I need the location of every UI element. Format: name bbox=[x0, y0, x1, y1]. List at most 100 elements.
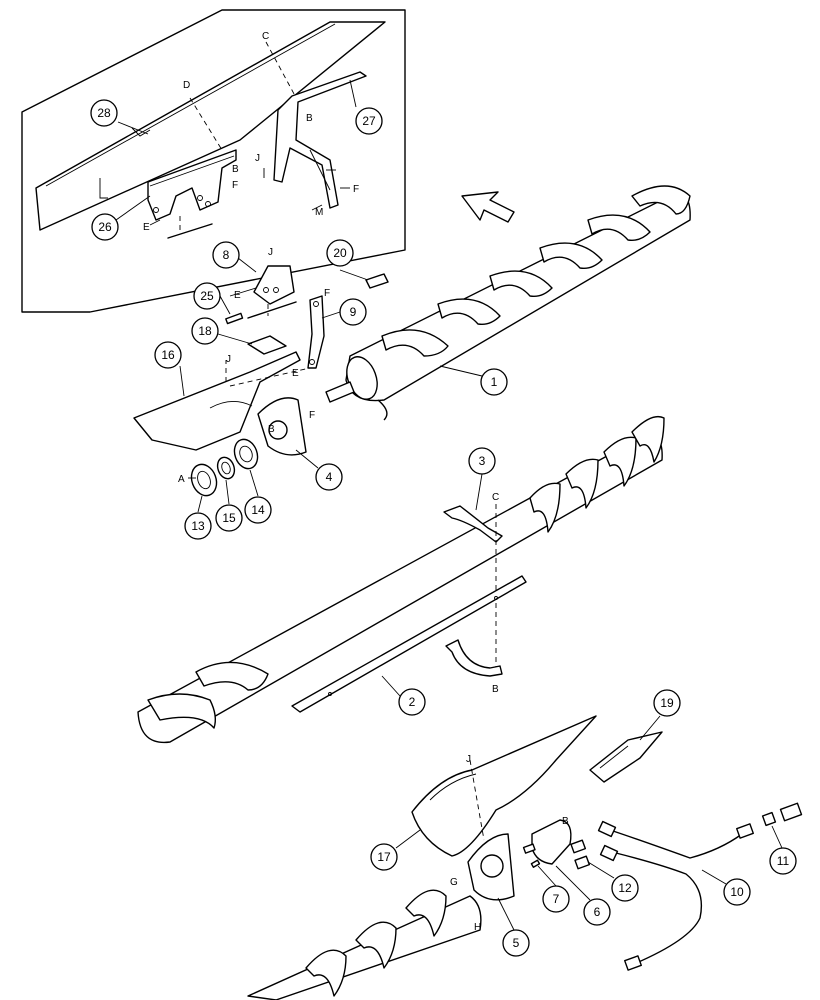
middle-auger bbox=[137, 415, 665, 744]
part-7-key bbox=[530, 859, 541, 868]
svg-text:27: 27 bbox=[362, 114, 376, 128]
part-15-bearing bbox=[216, 456, 236, 480]
svg-text:10: 10 bbox=[730, 885, 744, 899]
callout-16: 16 bbox=[154, 341, 182, 369]
svg-text:28: 28 bbox=[97, 106, 111, 120]
svg-text:2: 2 bbox=[409, 695, 416, 709]
part-19-bracket bbox=[589, 731, 663, 783]
letter-j-16: J bbox=[226, 354, 231, 365]
part-20-clip bbox=[365, 273, 389, 289]
part-3-upper-clamp bbox=[443, 505, 503, 543]
inset-detail: C D B B F J F M E 28 27 26 bbox=[21, 9, 406, 313]
callout-25: 25 bbox=[193, 282, 221, 310]
upper-auger bbox=[325, 185, 691, 421]
part-18-plate bbox=[247, 335, 287, 355]
svg-text:26: 26 bbox=[98, 220, 112, 234]
callout-5: 5 bbox=[502, 929, 530, 957]
svg-text:5: 5 bbox=[513, 936, 520, 950]
callout-20: 20 bbox=[326, 239, 354, 267]
letter-h: H bbox=[474, 922, 481, 933]
callout-7: 7 bbox=[542, 885, 570, 913]
svg-text:13: 13 bbox=[191, 519, 205, 533]
letter-j-17: J bbox=[466, 754, 471, 765]
svg-text:8: 8 bbox=[223, 248, 230, 262]
part-13-flange bbox=[190, 463, 218, 497]
letter-b-6: B bbox=[562, 816, 569, 827]
svg-text:6: 6 bbox=[594, 905, 601, 919]
part-8-bracket bbox=[247, 265, 297, 319]
part-12-fittings bbox=[570, 839, 591, 870]
svg-text:7: 7 bbox=[553, 892, 560, 906]
svg-text:19: 19 bbox=[660, 696, 674, 710]
letter-e-8: E bbox=[234, 290, 241, 301]
part-9-strap bbox=[307, 295, 325, 369]
callout-4: 4 bbox=[315, 463, 343, 491]
callout-8: 8 bbox=[212, 241, 240, 269]
direction-arrow-icon bbox=[461, 191, 515, 223]
svg-text:1: 1 bbox=[491, 375, 498, 389]
callout-27: 27 bbox=[355, 107, 383, 135]
svg-text:3: 3 bbox=[479, 454, 486, 468]
callout-11: 11 bbox=[769, 847, 797, 875]
letter-e-9: E bbox=[292, 368, 299, 379]
letter-f-9: F bbox=[324, 288, 330, 299]
letter-j-8: J bbox=[268, 247, 273, 258]
callout-13: 13 bbox=[184, 512, 212, 540]
svg-text:4: 4 bbox=[326, 470, 333, 484]
letter-g: G bbox=[450, 877, 458, 888]
callout-3: 3 bbox=[468, 447, 496, 475]
svg-text:25: 25 bbox=[200, 289, 214, 303]
callout-19: 19 bbox=[653, 689, 681, 717]
letter-d-inset: D bbox=[183, 80, 190, 91]
letter-j-inset: J bbox=[255, 153, 260, 164]
part-17-shield bbox=[411, 715, 597, 857]
callout-12: 12 bbox=[611, 874, 639, 902]
letter-b-main: B bbox=[492, 684, 499, 695]
svg-text:12: 12 bbox=[618, 881, 632, 895]
callout-6: 6 bbox=[583, 898, 611, 926]
lower-auger bbox=[247, 889, 482, 1000]
svg-text:9: 9 bbox=[350, 305, 357, 319]
letter-c-main: C bbox=[492, 492, 499, 503]
part-27-bracket bbox=[273, 71, 367, 209]
svg-text:17: 17 bbox=[377, 850, 391, 864]
svg-text:11: 11 bbox=[777, 854, 790, 868]
callout-18: 18 bbox=[191, 317, 219, 345]
part-16-shield bbox=[133, 351, 301, 451]
part-6-motor bbox=[522, 819, 572, 865]
part-10-hoses bbox=[597, 820, 754, 971]
svg-text:15: 15 bbox=[222, 511, 236, 525]
letter-f-inset-27: F bbox=[353, 184, 359, 195]
letter-b-inset-27: B bbox=[306, 113, 313, 124]
letter-b-inset-26: B bbox=[232, 164, 239, 175]
callout-17: 17 bbox=[370, 843, 398, 871]
letter-f-4: F bbox=[309, 410, 315, 421]
letter-e-inset: E bbox=[143, 222, 150, 233]
letter-m-inset: M bbox=[315, 207, 323, 218]
part-5-bearing-plate bbox=[467, 833, 515, 901]
letter-a: A bbox=[178, 474, 185, 485]
part-3-lower-clamp bbox=[445, 639, 503, 677]
callout-1: 1 bbox=[480, 368, 508, 396]
trough-lip-strip bbox=[35, 21, 386, 231]
letter-f-inset-26: F bbox=[232, 180, 238, 191]
callout-10: 10 bbox=[723, 878, 751, 906]
part-14-flange bbox=[233, 438, 259, 470]
letter-c-inset: C bbox=[262, 31, 269, 42]
inset-frame bbox=[21, 9, 406, 313]
callout-28: 28 bbox=[90, 99, 118, 127]
callout-26: 26 bbox=[91, 213, 119, 241]
svg-text:14: 14 bbox=[251, 503, 265, 517]
callout-2: 2 bbox=[398, 688, 426, 716]
callout-9: 9 bbox=[339, 298, 367, 326]
letter-b-4: B bbox=[268, 424, 275, 435]
part-2-lip-strip bbox=[291, 575, 527, 713]
part-26-bracket bbox=[147, 149, 237, 239]
part-25-pin bbox=[225, 312, 244, 325]
part-11-fittings bbox=[761, 802, 803, 827]
callout-15: 15 bbox=[215, 504, 243, 532]
svg-text:16: 16 bbox=[161, 348, 175, 362]
svg-text:20: 20 bbox=[333, 246, 347, 260]
